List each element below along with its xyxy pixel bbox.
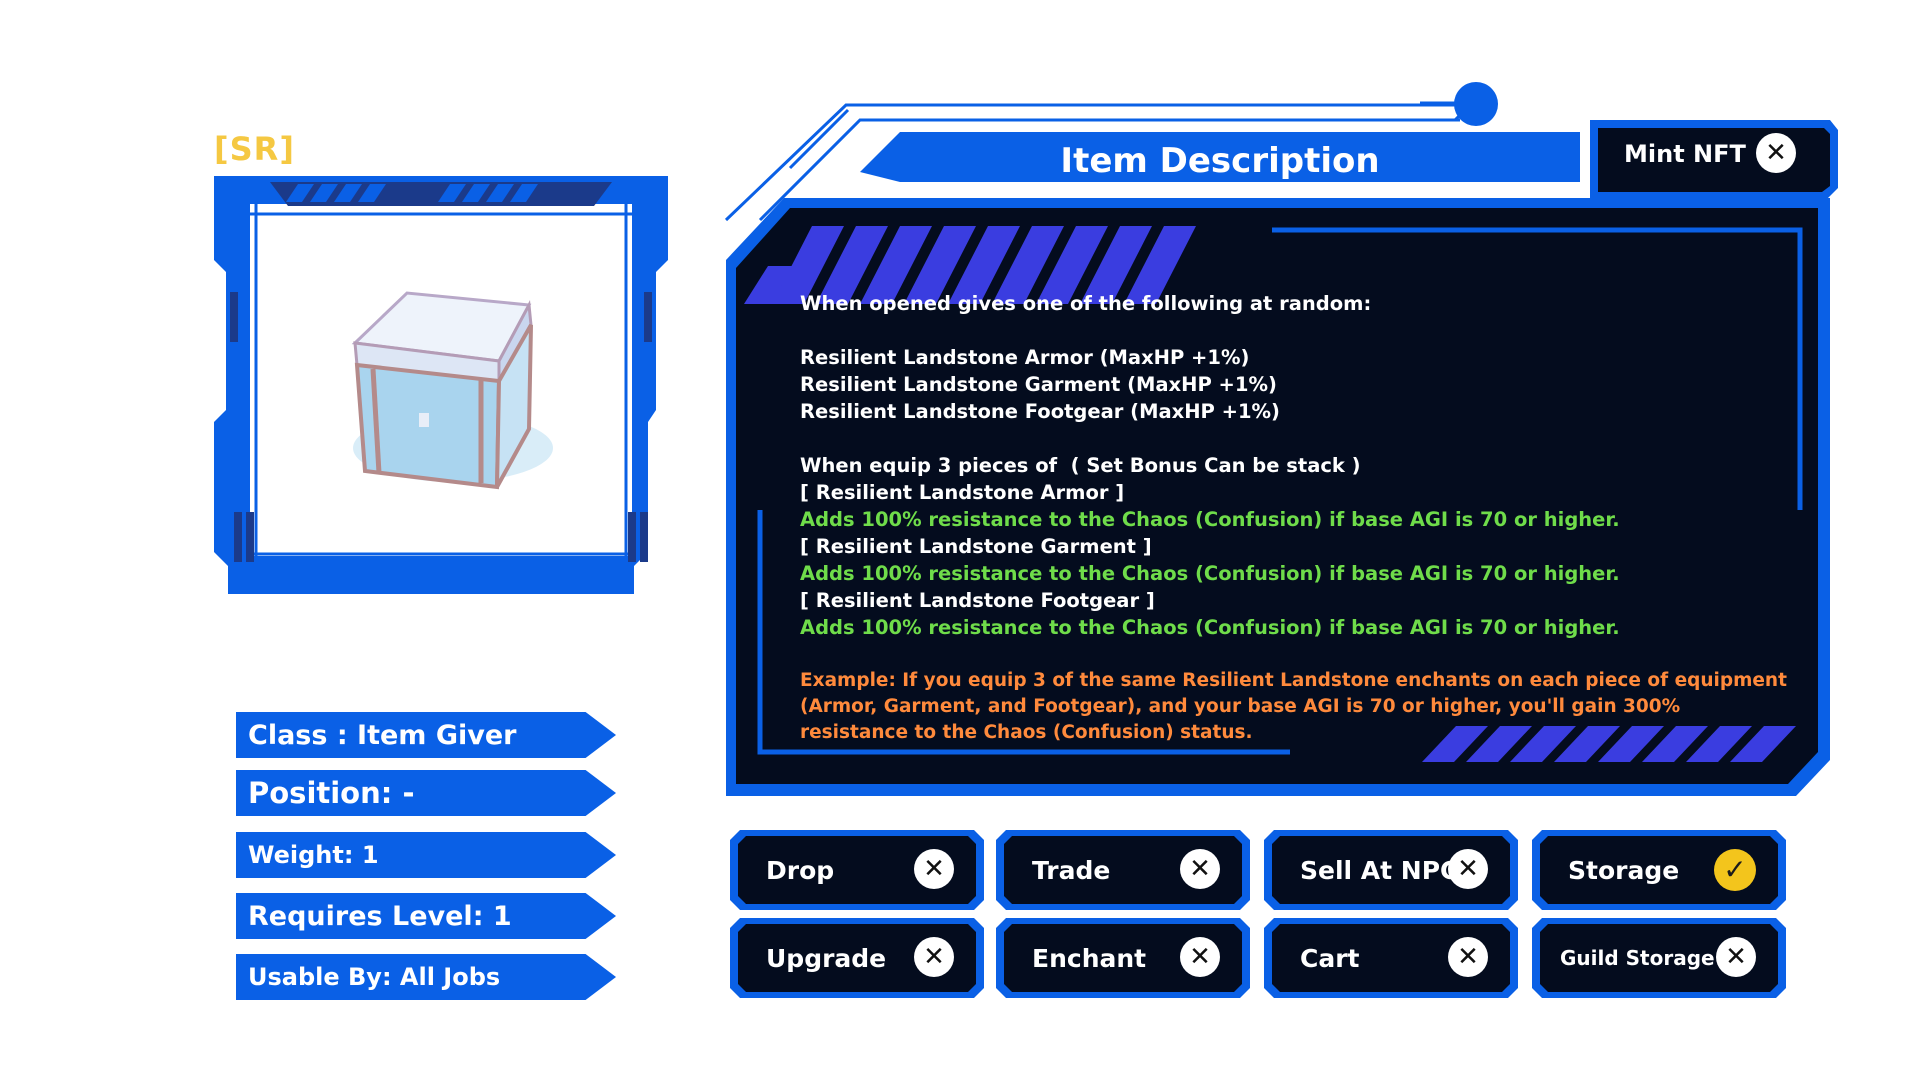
- set-piece-name: [ Resilient Landstone Garment ]: [800, 535, 1152, 558]
- stat-required-level: Requires Level: 1: [236, 893, 616, 939]
- guild-storage-button[interactable]: Guild Storage ✕: [1530, 916, 1788, 1000]
- set-piece-effect: Adds 100% resistance to the Chaos (Confu…: [800, 616, 1620, 639]
- set-bonus-header: When equip 3 pieces of ( Set Bonus Can b…: [800, 454, 1361, 477]
- guild-storage-label: Guild Storage: [1560, 946, 1715, 970]
- cart-button[interactable]: Cart ✕: [1262, 916, 1520, 1000]
- set-piece-name: [ Resilient Landstone Armor ]: [800, 481, 1125, 504]
- storage-label: Storage: [1568, 855, 1680, 885]
- reward-item: Resilient Landstone Armor (MaxHP +1%): [800, 346, 1250, 369]
- panel-title: Item Description: [1060, 141, 1380, 181]
- stat-class: Class : Item Giver: [236, 712, 616, 758]
- item-description: When opened gives one of the following a…: [800, 290, 1790, 746]
- description-panel-frame: [724, 82, 1838, 796]
- close-icon: ✕: [1180, 937, 1220, 977]
- example-note: Example: If you equip 3 of the same Resi…: [800, 670, 1787, 743]
- stat-usable-by: Usable By: All Jobs: [236, 954, 616, 1000]
- cart-label: Cart: [1300, 943, 1360, 973]
- close-icon: ✕: [1716, 937, 1756, 977]
- stat-weight: Weight: 1: [236, 832, 616, 878]
- set-piece-effect: Adds 100% resistance to the Chaos (Confu…: [800, 562, 1620, 585]
- close-icon: ✕: [1448, 849, 1488, 889]
- close-icon: ✕: [1180, 849, 1220, 889]
- trade-label: Trade: [1032, 855, 1111, 885]
- reward-item: Resilient Landstone Garment (MaxHP +1%): [800, 373, 1277, 396]
- storage-button[interactable]: Storage ✓: [1530, 828, 1788, 912]
- set-piece-name: [ Resilient Landstone Footgear ]: [800, 589, 1155, 612]
- upgrade-button[interactable]: Upgrade ✕: [728, 916, 986, 1000]
- mint-nft-label: Mint NFT: [1624, 140, 1746, 168]
- close-icon: ✕: [1448, 937, 1488, 977]
- sell-at-npc-button[interactable]: Sell At NPC ✕: [1262, 828, 1520, 912]
- set-piece-effect: Adds 100% resistance to the Chaos (Confu…: [800, 508, 1620, 531]
- enchant-label: Enchant: [1032, 943, 1147, 973]
- drop-label: Drop: [766, 855, 835, 885]
- drop-button[interactable]: Drop ✕: [728, 828, 986, 912]
- mint-nft-button[interactable]: Mint NFT ✕: [1590, 116, 1836, 192]
- item-chest-icon: [351, 291, 553, 490]
- enchant-button[interactable]: Enchant ✕: [994, 916, 1252, 1000]
- close-icon: ✕: [1756, 133, 1796, 173]
- description-intro: When opened gives one of the following a…: [800, 292, 1372, 315]
- reward-item: Resilient Landstone Footgear (MaxHP +1%): [800, 400, 1280, 423]
- close-icon: ✕: [914, 937, 954, 977]
- check-icon: ✓: [1714, 849, 1756, 891]
- stat-position: Position: -: [236, 770, 616, 816]
- close-icon: ✕: [914, 849, 954, 889]
- sell-at-npc-label: Sell At NPC: [1300, 855, 1459, 885]
- rarity-badge: [SR]: [214, 130, 295, 168]
- upgrade-label: Upgrade: [766, 943, 887, 973]
- trade-button[interactable]: Trade ✕: [994, 828, 1252, 912]
